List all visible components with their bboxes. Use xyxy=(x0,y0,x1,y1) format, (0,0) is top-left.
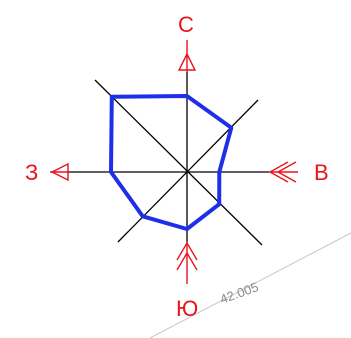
dimension-line xyxy=(149,232,351,338)
compass-west-label: З xyxy=(25,160,38,185)
compass xyxy=(50,40,298,284)
compass-north-label: С xyxy=(178,12,194,37)
east-chevron-icon xyxy=(268,161,298,183)
south-chevron-icon xyxy=(176,241,198,284)
north-arrow-icon xyxy=(177,40,197,72)
wind-rose-polygon xyxy=(109,94,234,231)
axis-nw-se xyxy=(94,79,263,246)
west-arrow-icon xyxy=(50,162,69,182)
dimension-label: 42.005 xyxy=(218,279,260,307)
rose-axes xyxy=(68,72,270,246)
axis-sw-ne xyxy=(117,99,259,243)
compass-south-label: Ю xyxy=(176,296,198,321)
compass-east-label: В xyxy=(314,160,329,185)
